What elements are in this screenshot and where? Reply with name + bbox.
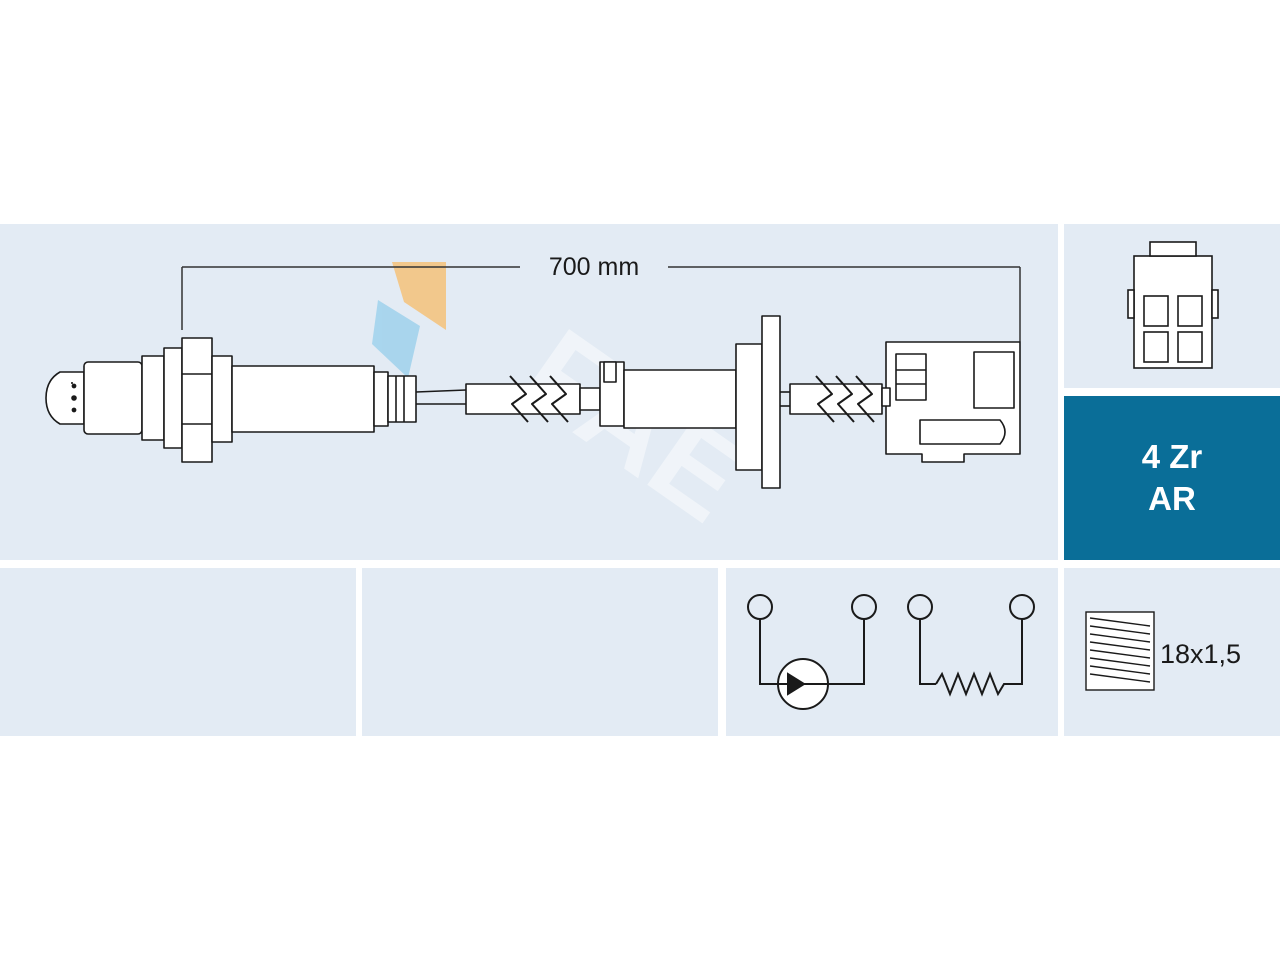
technology-line-2: AR xyxy=(1148,480,1196,517)
zirconia-cell-symbol xyxy=(747,594,877,710)
technology-line-1: 4 Zr xyxy=(1141,438,1203,475)
dimension-line xyxy=(181,266,1021,342)
circuit-panel xyxy=(726,568,1058,736)
cable-length-label: 700 mm xyxy=(548,253,640,281)
connector-icon xyxy=(1127,241,1219,369)
empty-panel-middle xyxy=(362,568,718,736)
heater-resistor-symbol xyxy=(907,594,1035,697)
thread-size-label: 18x1,5 xyxy=(1160,639,1242,669)
empty-panel-left xyxy=(0,568,356,736)
thread-icon xyxy=(1085,611,1155,691)
sensor-technology-badge: 4 Zr AR xyxy=(1064,396,1280,560)
lambda-sensor-drawing xyxy=(45,315,1021,489)
